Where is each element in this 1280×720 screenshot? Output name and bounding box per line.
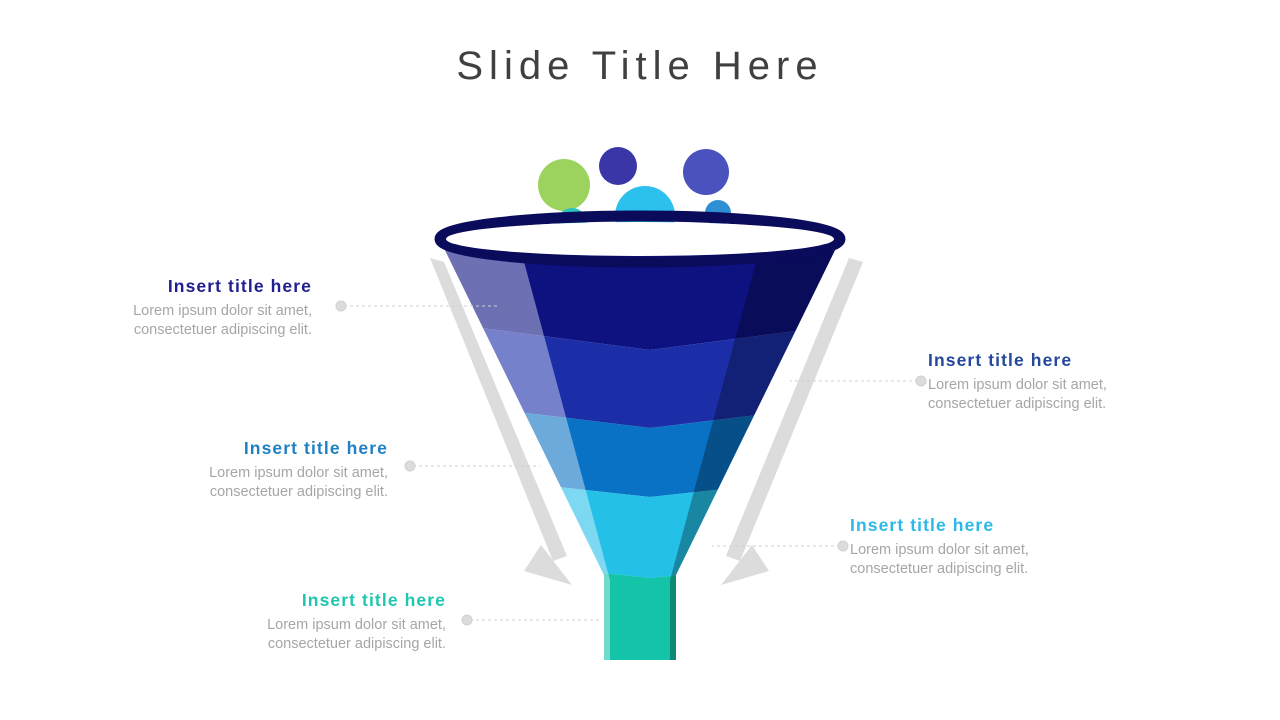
callout-4[interactable]: Insert title here Lorem ipsum dolor sit …: [850, 515, 1106, 580]
callout-3[interactable]: Insert title here Lorem ipsum dolor sit …: [132, 438, 388, 503]
funnel-mouth-inner: [446, 222, 834, 256]
flow-arrow-right: [721, 258, 863, 585]
bubble-green-icon: [538, 159, 590, 211]
callout-1-title: Insert title here: [167, 276, 312, 296]
callout-4-body: Lorem ipsum dolor sit amet, consectetuer…: [850, 541, 1029, 578]
callout-2-body: Lorem ipsum dolor sit amet, consectetuer…: [928, 376, 1107, 413]
callout-2[interactable]: Insert title here Lorem ipsum dolor sit …: [928, 350, 1184, 415]
callout-2-title: Insert title here: [928, 350, 1073, 370]
funnel-rim: [434, 210, 846, 268]
callout-5-body: Lorem ipsum dolor sit amet, consectetuer…: [267, 616, 446, 653]
callout-5[interactable]: Insert title here Lorem ipsum dolor sit …: [190, 590, 446, 655]
flow-arrow-left: [430, 258, 572, 585]
bubble-periwinkle-icon: [683, 149, 729, 195]
callout-1[interactable]: Insert title here Lorem ipsum dolor sit …: [56, 276, 312, 341]
funnel-body: [440, 240, 840, 660]
callout-3-title: Insert title here: [243, 438, 388, 458]
callout-5-title: Insert title here: [301, 590, 446, 610]
callout-1-body: Lorem ipsum dolor sit amet, consectetuer…: [133, 302, 312, 339]
callout-4-title: Insert title here: [850, 515, 995, 535]
callout-3-body: Lorem ipsum dolor sit amet, consectetuer…: [209, 464, 388, 501]
page-title: Slide Title Here: [456, 44, 824, 88]
bubble-indigo-icon: [599, 147, 637, 185]
